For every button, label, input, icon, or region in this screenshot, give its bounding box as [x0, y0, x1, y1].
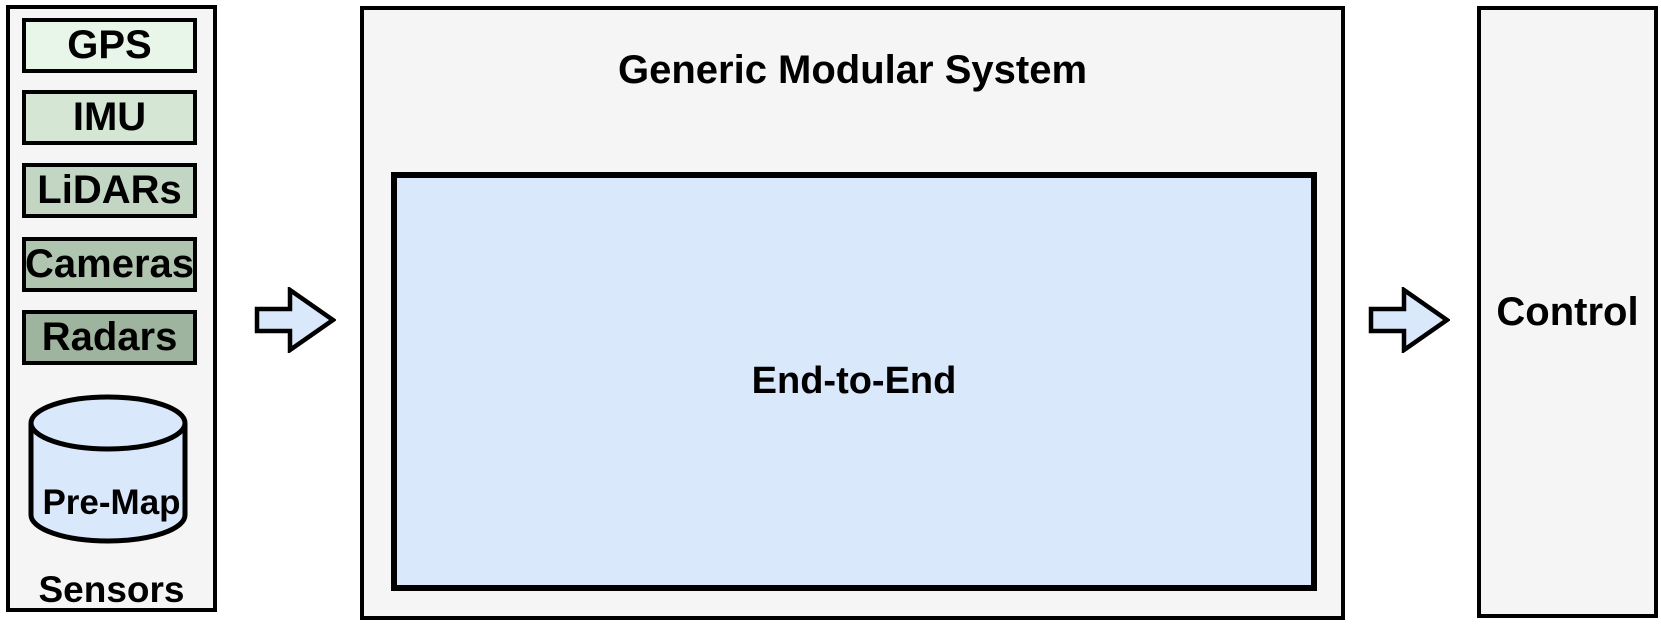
sensor-box-imu: IMU — [22, 90, 197, 145]
sensor-box-cameras: Cameras — [22, 237, 197, 292]
sensor-box-radars: Radars — [22, 310, 197, 365]
arrow-sensors-to-system-icon — [254, 287, 336, 353]
modular-system-title: Generic Modular System — [617, 48, 1088, 92]
sensor-box-gps: GPS — [22, 18, 197, 73]
pre-map-label: Pre-Map — [42, 483, 181, 522]
sensors-panel-label: Sensors — [38, 569, 185, 610]
end-to-end-label: End-to-End — [751, 360, 957, 402]
control-label: Control — [1496, 289, 1639, 334]
end-to-end-box: End-to-End — [391, 172, 1317, 591]
database-cylinder-icon — [28, 394, 188, 544]
sensors-panel: GPS IMU LiDARs Cameras Radars Pre-Map Se… — [6, 5, 217, 612]
arrow-system-to-control-icon — [1368, 287, 1450, 353]
control-panel: Control — [1477, 6, 1658, 618]
sensor-box-lidars: LiDARs — [22, 163, 197, 218]
modular-system-panel: Generic Modular System End-to-End — [360, 6, 1345, 620]
